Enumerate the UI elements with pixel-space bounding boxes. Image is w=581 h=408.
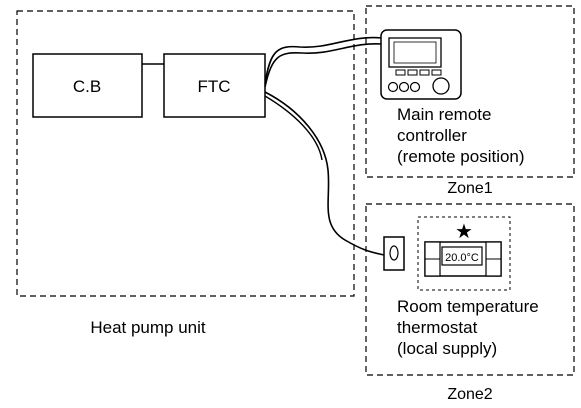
zone2-boundary — [365, 203, 575, 376]
thermostat-cable — [264, 91, 385, 256]
thermostat-base-icon — [383, 236, 405, 271]
main-remote-label-line1: Main remote — [397, 105, 491, 124]
zone2-label: Zone2 — [447, 386, 492, 403]
main-remote-controller-icon — [380, 29, 462, 100]
room-thermostat-icon — [424, 241, 502, 277]
room-thermostat-label-line3: (local supply) — [397, 339, 497, 358]
thermostat-display-value: 20.0°C — [445, 252, 479, 264]
ftc-box — [163, 53, 266, 118]
ftc-label: FTC — [197, 77, 230, 96]
zone1-boundary — [365, 5, 575, 178]
room-thermostat-label-line1: Room temperature — [397, 297, 539, 316]
ftc-cable-stub — [264, 95, 323, 161]
heat-pump-unit-label: Heat pump unit — [90, 318, 206, 337]
heat-pump-unit-boundary — [16, 10, 355, 297]
thermostat-highlight-frame — [417, 216, 511, 291]
zone1-label: Zone1 — [447, 180, 492, 197]
remote-cable-1 — [264, 36, 383, 85]
main-remote-label-line2: controller — [397, 126, 467, 145]
room-thermostat-label-line2: thermostat — [397, 318, 478, 337]
cb-box — [32, 53, 143, 118]
star-marker: ★ — [455, 221, 473, 243]
cb-label: C.B — [73, 77, 101, 96]
main-remote-label-line3: (remote position) — [397, 147, 525, 166]
remote-cable-2 — [264, 43, 383, 88]
